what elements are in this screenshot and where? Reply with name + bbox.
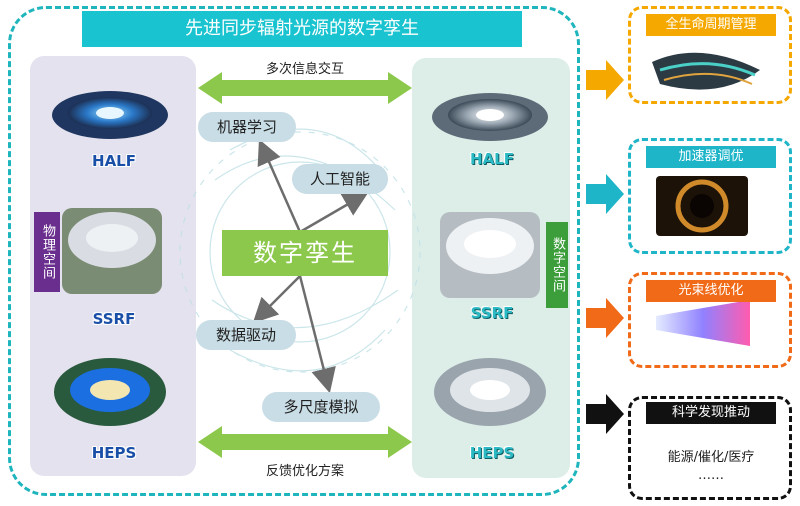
bottom-arrow-label: 反馈优化方案 [265, 464, 344, 479]
background-swirl [179, 128, 421, 373]
app-title-accelerator: 加速器调优 [646, 146, 776, 168]
app-science-ellipsis: …… [698, 468, 724, 483]
digital-facility-ssrf: SSRF [470, 304, 514, 322]
digital-facility-heps: HEPS [469, 444, 515, 462]
digital-space-label: 数字空间 [546, 222, 568, 308]
method-machine-learning: 机器学习 [198, 112, 296, 142]
method-ai: 人工智能 [292, 164, 388, 194]
page-title: 先进同步辐射光源的数字孪生 [82, 11, 522, 47]
app-science-detail: 能源/催化/医疗 [667, 450, 755, 465]
app-image-lifecycle [652, 52, 760, 90]
digital-facility-half: HALF [470, 150, 514, 168]
app-image-beamline [656, 300, 750, 346]
digital-facility-images [432, 93, 548, 426]
top-arrow-label: 多次信息交互 [265, 62, 344, 77]
app-panel-science [628, 396, 792, 500]
physical-facility-half: HALF [92, 152, 136, 170]
bottom-double-arrow [198, 426, 412, 458]
physical-facility-heps: HEPS [91, 444, 137, 462]
application-arrows [586, 60, 624, 434]
app-panel-accelerator [628, 138, 792, 254]
top-double-arrow [198, 72, 412, 104]
app-panel-lifecycle [628, 6, 792, 104]
digital-twin-center: 数字孪生 [222, 230, 388, 276]
app-title-science: 科学发现推动 [646, 402, 776, 424]
physical-space-label: 物理空间 [34, 212, 60, 292]
app-panel-beamline [628, 272, 792, 368]
method-data-driven: 数据驱动 [196, 320, 296, 350]
app-title-beamline: 光束线优化 [646, 280, 776, 302]
main-frame [8, 6, 580, 496]
physical-facility-images [52, 91, 168, 426]
method-multiscale-simulation: 多尺度模拟 [262, 392, 380, 422]
app-title-lifecycle: 全生命周期管理 [646, 14, 776, 36]
app-image-accelerator [656, 176, 748, 236]
physical-facility-ssrf: SSRF [92, 310, 136, 328]
method-arrows [252, 139, 369, 394]
